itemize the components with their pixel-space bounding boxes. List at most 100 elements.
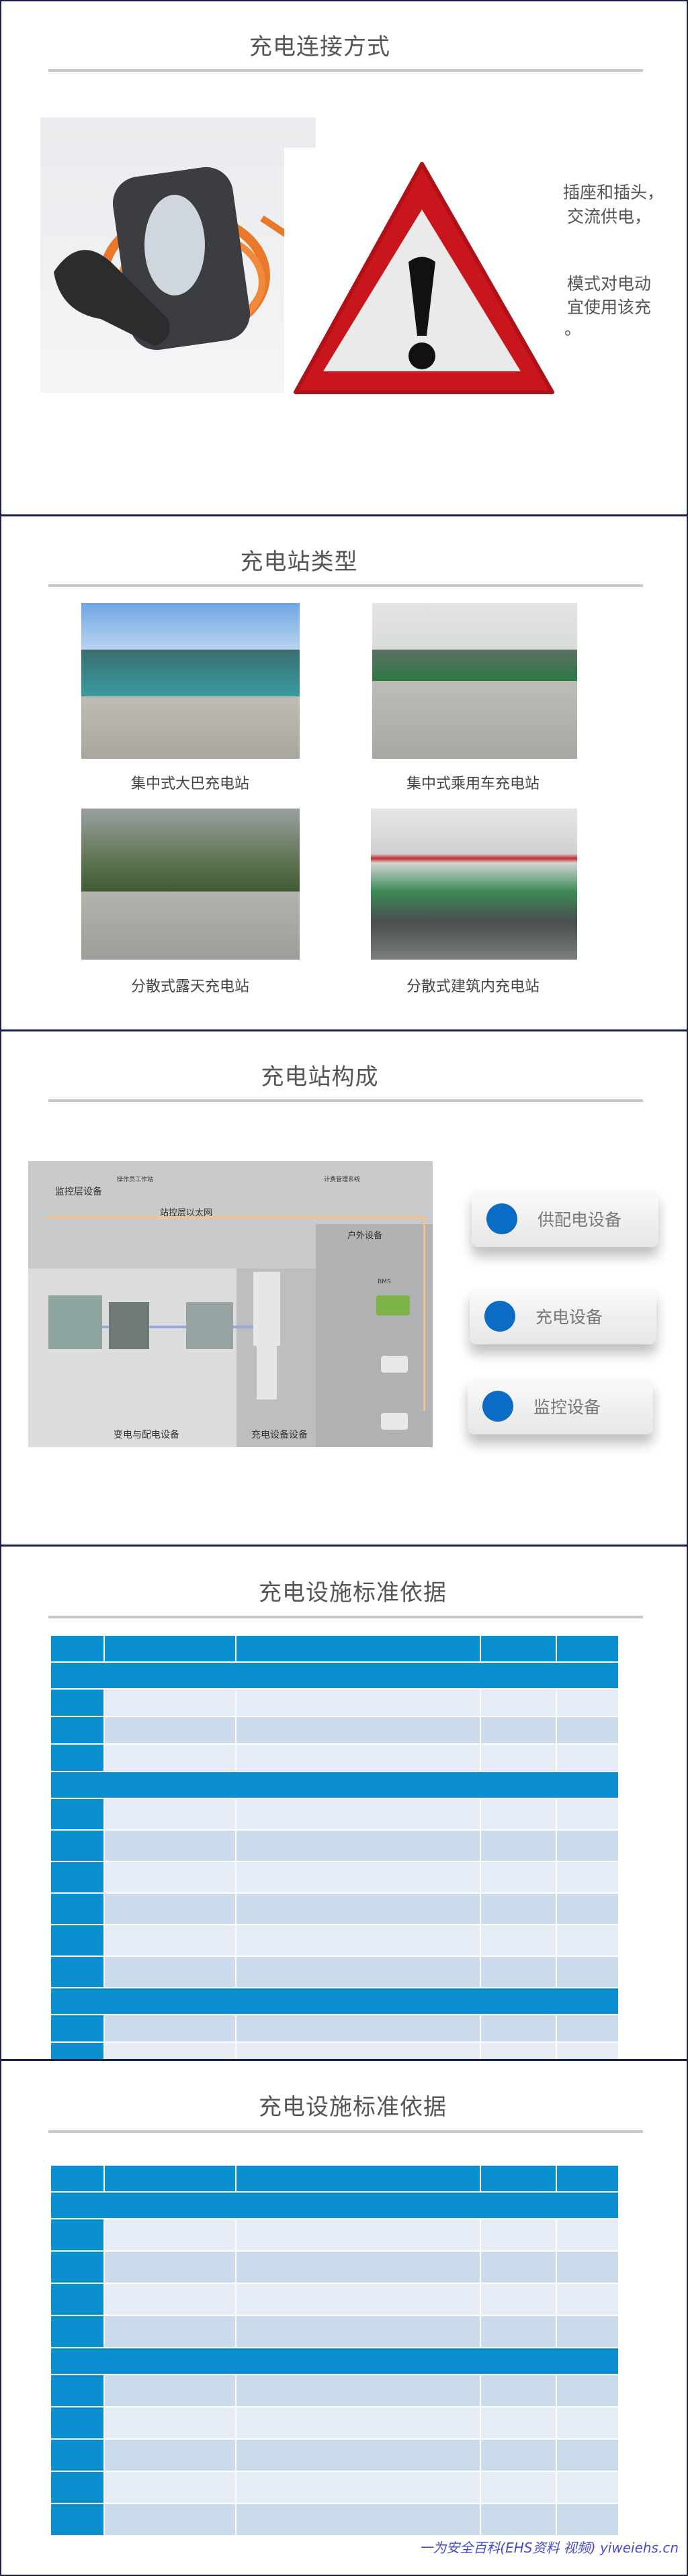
table-cell [236,2407,481,2438]
bullet-dot-icon [486,1203,517,1234]
slide-title: 充电设施标准依据 [259,1579,447,1606]
component-card-charging[interactable]: 充电设备 [470,1288,656,1344]
table-cell [481,1894,557,1924]
table-cell [557,1862,618,1892]
table-row [51,2407,618,2440]
table-cell [51,1925,105,1956]
table-cell [557,1799,618,1829]
table-cell [105,2407,236,2438]
slide-title: 充电站构成 [261,1064,379,1091]
table-cell [557,2504,618,2535]
table-cell [557,1745,618,1771]
diagram-label: 充电设备设备 [251,1430,308,1440]
table-cell [51,2166,105,2191]
slide-title: 充电连接方式 [249,34,390,60]
table-cell [51,2440,105,2471]
diagram-label: 户外设备 [347,1231,383,1241]
table-cell [557,2015,618,2041]
side-text-line: 插座和插头， [563,183,664,202]
table-cell [105,2375,236,2406]
table-cell [105,1745,236,1771]
table-section-row [51,1988,618,2015]
table-cell [481,1957,557,1987]
table-section-row [51,2348,618,2375]
table-row [51,2284,618,2316]
table-cell [236,1717,481,1743]
table-row [51,2252,618,2284]
table-cell [236,1799,481,1829]
table-cell [481,2375,557,2406]
card-label: 供配电设备 [538,1209,622,1230]
table-cell [51,2472,105,2503]
table-cell [557,1925,618,1956]
table-row [51,2219,618,2252]
side-text-line: 交流供电， [567,207,652,226]
station-type-caption: 分散式露天充电站 [130,978,250,995]
table-row [51,1925,618,1957]
table-cell [481,1831,557,1861]
table-cell [481,2015,557,2041]
table-cell [557,1894,618,1924]
standards-table [51,1636,618,2059]
table-cell [481,2043,557,2059]
table-cell [236,2375,481,2406]
table-cell [481,1862,557,1892]
table-cell [51,1636,105,1661]
table-cell [51,2043,105,2059]
table-cell [236,2316,481,2347]
table-cell [51,2015,105,2041]
side-text-line: 宜使用该充 [567,297,652,317]
table-cell [481,2440,557,2471]
table-cell [481,1636,557,1661]
table-cell [51,1957,105,1987]
table-cell [557,2316,618,2347]
table-cell [557,2252,618,2283]
table-cell [236,2015,481,2041]
table-cell [51,2252,105,2283]
table-cell [557,1957,618,1987]
diagram-label: 站控层以太网 [160,1208,213,1218]
slide-charging-connection: 充电连接方式 插座和插头， 交流供电， 模式对电动 宜使用该充 。 [0,0,688,516]
table-cell [105,1831,236,1861]
station-type-caption: 集中式大巴充电站 [130,776,250,792]
table-cell [481,1717,557,1743]
table-cell [105,1690,236,1716]
diagram-label: BMS [378,1279,391,1285]
title-divider [48,1099,643,1102]
slide-station-types: 充电站类型 集中式大巴充电站 集中式乘用车充电站 分散式露天充电站 分散式建筑内… [0,515,688,1031]
table-cell [51,1717,105,1743]
component-card-monitoring[interactable]: 监控设备 [468,1378,653,1434]
slide-title: 充电站类型 [240,549,358,576]
table-cell [105,1894,236,1924]
table-cell [557,1717,618,1743]
table-cell [51,1745,105,1771]
table-row [51,1717,618,1745]
table-cell [105,1862,236,1892]
table-row [51,2043,618,2059]
table-cell [51,1831,105,1861]
side-text-line: 。 [564,319,582,338]
table-cell [51,2316,105,2347]
table-cell [557,1831,618,1861]
station-type-caption: 分散式建筑内充电站 [406,978,540,995]
table-row [51,2504,618,2536]
table-cell [236,2284,481,2315]
outdoor-station-photo [81,809,300,960]
table-cell [236,1862,481,1892]
table-cell [51,2375,105,2406]
table-cell [236,2252,481,2283]
table-cell [236,2219,481,2250]
table-cell [236,1831,481,1861]
table-row [51,1745,618,1772]
table-cell [51,2407,105,2438]
component-card-power-supply[interactable]: 供配电设备 [472,1190,658,1247]
bullet-dot-icon [484,1301,515,1332]
table-cell [236,1636,481,1661]
station-system-diagram: 监控层设备 操作员工作站 计费管理系统 站控层以太网 户外设备 BMS 变电与配… [28,1161,433,1447]
warning-sign-image [284,148,561,394]
indoor-station-photo [371,809,577,960]
table-section-row [51,1663,618,1690]
table-cell [105,2316,236,2347]
table-section-row [51,2193,618,2219]
card-label: 监控设备 [533,1397,601,1417]
